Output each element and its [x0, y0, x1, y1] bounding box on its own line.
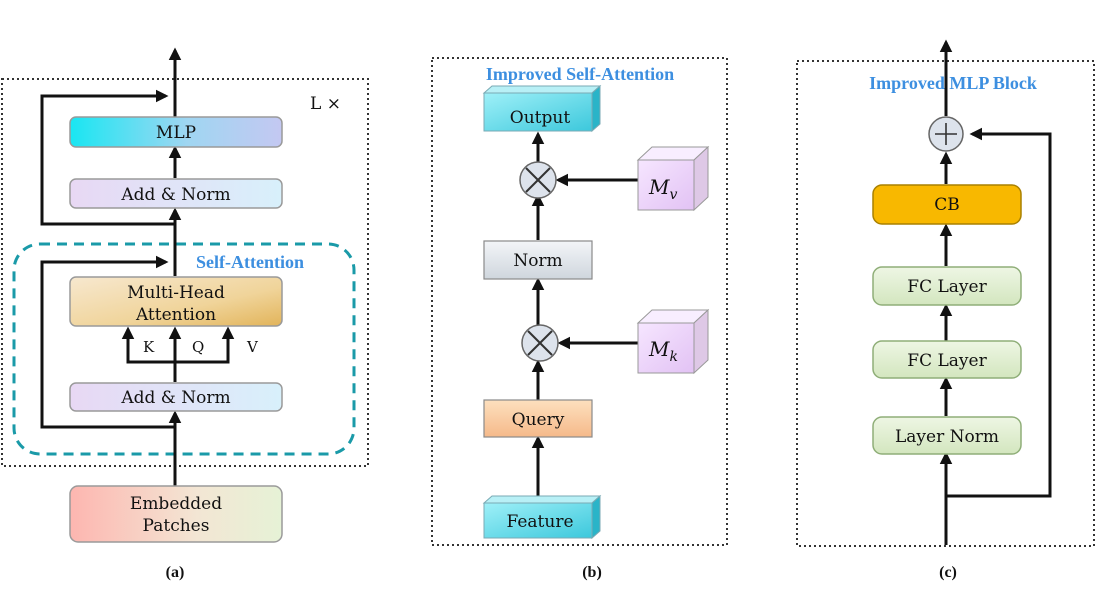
fc-layer-2-label: FC Layer — [907, 351, 987, 371]
feature-cube — [482, 494, 602, 540]
output-cube — [482, 84, 602, 133]
mlp-label: MLP — [156, 123, 196, 143]
multiply-op-top — [519, 161, 557, 199]
layer-norm-label: Layer Norm — [895, 427, 999, 447]
fc-layer-1-label: FC Layer — [907, 277, 987, 297]
panel-c-frame — [796, 60, 1095, 547]
norm-label: Norm — [513, 251, 562, 271]
self-attention-title: Self-Attention — [196, 252, 304, 272]
embedded-label-line2: Patches — [143, 516, 210, 536]
cb-block — [872, 184, 1022, 225]
panel-b-frame — [431, 57, 728, 546]
q-label: Q — [192, 338, 204, 356]
mv-label: Mv — [648, 175, 677, 203]
add-norm-top-label: Add & Norm — [120, 185, 230, 205]
panel-a: L × Self-Attention MLP Add & Norm Multi-… — [1, 47, 369, 581]
fc-layer-2-block — [872, 340, 1022, 379]
query-block — [483, 399, 593, 438]
add-op — [928, 116, 964, 152]
mha-label-line2: Attention — [135, 305, 216, 325]
mlp-block — [69, 116, 283, 148]
panel-c-title: Improved MLP Block — [869, 73, 1037, 93]
query-label: Query — [512, 410, 565, 430]
caption-b: (b) — [582, 564, 602, 581]
norm-block — [483, 240, 593, 280]
panel-b-title: Improved Self-Attention — [486, 64, 674, 84]
cb-label: CB — [934, 195, 960, 215]
feature-label: Feature — [506, 512, 573, 532]
fc-layer-1-block — [872, 266, 1022, 306]
multiply-op-bottom — [521, 324, 559, 362]
add-norm-bottom-label: Add & Norm — [120, 388, 230, 408]
self-attention-region — [12, 242, 356, 456]
caption-c: (c) — [939, 564, 957, 581]
add-norm-top-block — [69, 178, 283, 209]
panel-b: Improved Self-Attention Output Mv — [431, 57, 728, 581]
caption-a: (a) — [166, 564, 185, 581]
output-label: Output — [510, 108, 571, 128]
multi-head-attention-block — [69, 276, 283, 327]
mk-label: Mk — [648, 337, 678, 365]
embedded-label-line1: Embedded — [130, 494, 222, 514]
embedded-patches-block — [69, 485, 283, 543]
mha-label-line1: Multi-Head — [127, 283, 225, 303]
mk-cube — [636, 308, 710, 375]
repeat-label: L × — [310, 94, 341, 114]
k-label: K — [143, 338, 155, 356]
layer-norm-block — [872, 416, 1022, 455]
panel-c: Improved MLP Block CB FC Layer FC Layer … — [796, 39, 1095, 581]
mv-cube — [636, 145, 710, 212]
v-label: V — [246, 338, 259, 356]
panel-a-frame — [1, 78, 369, 467]
add-norm-bottom-block — [69, 382, 283, 412]
